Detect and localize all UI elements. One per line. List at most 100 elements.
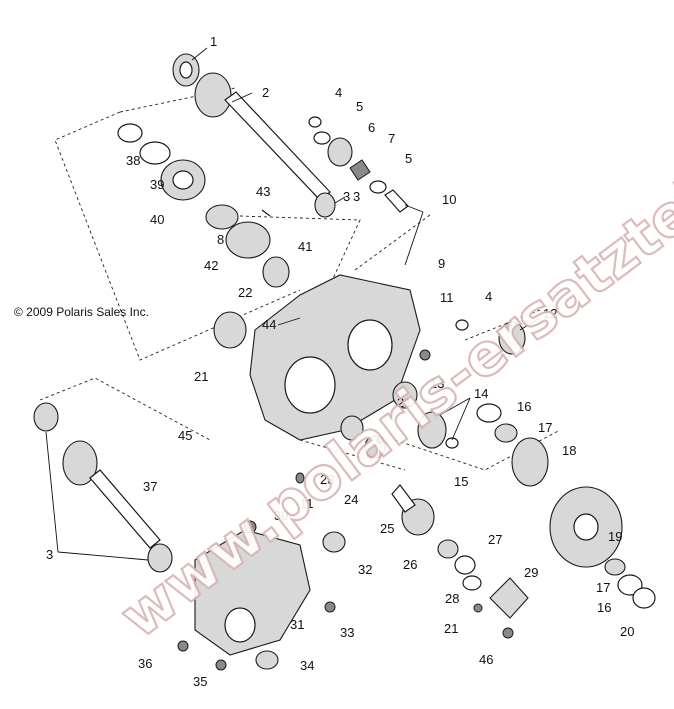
bearing-bore (179, 61, 193, 79)
main-housing-part-44 (249, 274, 421, 441)
callout-10: 10 (442, 192, 456, 207)
callout-1: 1 (210, 34, 217, 49)
housing-bore-right (347, 319, 393, 371)
callout-12: 12 (543, 306, 557, 321)
shaft-part-37 (89, 469, 161, 549)
callout-32: 32 (358, 562, 372, 577)
collar-part-8 (205, 204, 239, 230)
small-parts-upper (308, 116, 409, 213)
callout-24: 24 (344, 492, 358, 507)
callout-36: 36 (138, 656, 152, 671)
nut-part-30 (243, 520, 257, 534)
callout-43: 43 (256, 184, 270, 199)
callout-27: 27 (488, 532, 502, 547)
callout-41: 41 (298, 239, 312, 254)
plug-part-11 (419, 349, 431, 361)
callout-7: 7 (388, 131, 395, 146)
seal-part-22 (213, 311, 247, 349)
seal-part-13 (392, 381, 418, 409)
callout-23: 23 (320, 472, 334, 487)
ring-part-28 (462, 575, 482, 591)
bearing-part-3-top (314, 192, 336, 218)
lower-middle-parts (340, 415, 529, 639)
callout-8: 8 (217, 232, 224, 247)
callout-44: 44 (262, 317, 276, 332)
callout-28: 28 (445, 591, 459, 606)
bolt-part-46 (502, 627, 514, 639)
callout-15: 15 (454, 474, 468, 489)
ring-part-20 (632, 587, 656, 609)
callout-38: 38 (126, 153, 140, 168)
callout-5: 5 (405, 151, 412, 166)
housing-bore-left (284, 356, 336, 414)
gear-bore-40 (172, 170, 194, 190)
callout-11: 11 (440, 290, 454, 305)
ring-part-27 (454, 555, 476, 575)
callout-31: 31 (290, 617, 304, 632)
shaft-part-2 (224, 91, 331, 201)
copyright-notice: © 2009 Polaris Sales Inc. (14, 305, 149, 319)
callout-2: 2 (262, 85, 269, 100)
callout-17: 17 (596, 580, 610, 595)
ring-part-16 (476, 403, 502, 423)
bearing-part-17b (604, 558, 626, 576)
callout-19: 19 (608, 529, 622, 544)
bolt-part-35 (215, 659, 227, 671)
callout-21: 21 (444, 621, 458, 636)
washer-part-5b (369, 180, 387, 194)
clip-part-4 (308, 116, 322, 128)
callout-34: 34 (300, 658, 314, 673)
callout-39: 39 (150, 177, 164, 192)
callout-33: 33 (340, 625, 354, 640)
hub-part-42 (225, 221, 271, 259)
bearing-part-41 (262, 256, 290, 288)
callout-4: 4 (335, 85, 342, 100)
callout-5: 5 (356, 99, 363, 114)
cover-assembly (177, 436, 384, 671)
callout-45: 45 (178, 428, 192, 443)
input-shaft-assembly (172, 53, 336, 218)
callout-21: 21 (397, 395, 411, 410)
callout-16: 16 (597, 600, 611, 615)
cover-bore (224, 607, 256, 643)
bearing-part-12 (498, 321, 526, 355)
washer-part-15 (445, 437, 459, 449)
right-side-parts (392, 319, 656, 609)
callout-13: 13 (430, 376, 444, 391)
pin-part-21b (473, 603, 483, 613)
callout-46: 46 (479, 652, 493, 667)
cover-part-31 (194, 529, 311, 656)
shaft-part-25 (391, 484, 416, 513)
seal-part-34 (255, 650, 279, 670)
clip-part-4b (455, 319, 469, 331)
pin-part-10 (384, 189, 409, 213)
seal-part-23 (340, 415, 364, 441)
callout-18: 18 (562, 443, 576, 458)
callout-21: 21 (194, 369, 208, 384)
gear-part-6 (327, 137, 353, 167)
plug-part-11b (295, 472, 305, 484)
callout-14: 14 (474, 386, 488, 401)
callout-40: 40 (150, 212, 164, 227)
pin-part-21c (376, 436, 384, 444)
callout-3: 3 (353, 189, 360, 204)
bearing-part-17 (494, 423, 518, 443)
plate-part-29 (489, 577, 529, 619)
gear-part-18 (511, 437, 549, 487)
gear-part-2 (194, 72, 232, 118)
bearing-part-26 (437, 539, 459, 559)
callout-42: 42 (204, 258, 218, 273)
output-shaft-assembly (33, 402, 173, 573)
callout-26: 26 (403, 557, 417, 572)
callout-4: 4 (485, 289, 492, 304)
bolt-part-33 (324, 601, 336, 613)
callout-30: 30 (274, 508, 288, 523)
bearing-part-3-left (33, 402, 59, 432)
washer-part-5 (313, 131, 331, 145)
callout-20: 20 (620, 624, 634, 639)
ring-part-16b (617, 574, 643, 596)
callout-9: 9 (438, 256, 445, 271)
